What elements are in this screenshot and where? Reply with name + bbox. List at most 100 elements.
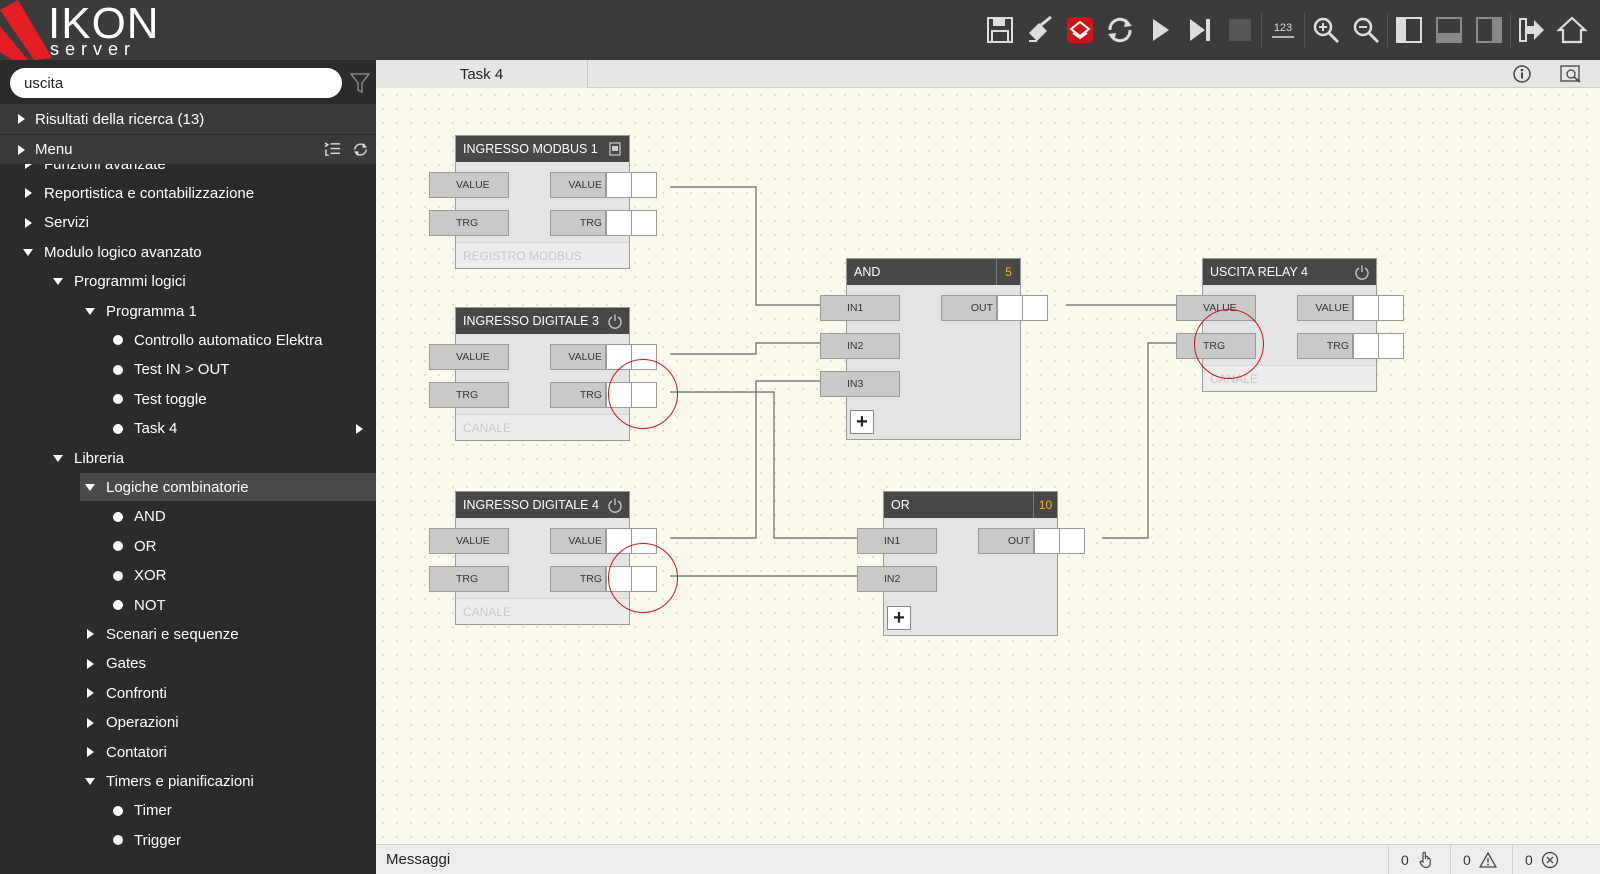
port-modbus1-trg-out[interactable]: TRG bbox=[550, 210, 657, 236]
port-digital3-trg-in[interactable]: TRG bbox=[429, 382, 509, 408]
logic-canvas[interactable]: INGRESSO MODBUS 1 REGISTRO MODBUS VALUE … bbox=[376, 88, 1600, 844]
port-modbus1-value-out[interactable]: VALUE bbox=[550, 172, 657, 198]
port-socket[interactable] bbox=[1353, 333, 1379, 359]
port-socket[interactable] bbox=[1353, 295, 1379, 321]
port-or-in2[interactable]: IN2 bbox=[857, 566, 937, 592]
tree-item[interactable]: Scenari e sequenze bbox=[0, 620, 376, 648]
toggle-bottom-panel-button[interactable] bbox=[1429, 10, 1469, 50]
tab-bar: Task 4 bbox=[376, 60, 1600, 88]
add-input-button[interactable]: + bbox=[850, 410, 874, 434]
tree-item[interactable]: Gates bbox=[0, 650, 376, 678]
port-socket[interactable] bbox=[606, 172, 632, 198]
port-and-in3[interactable]: IN3 bbox=[820, 371, 900, 397]
block-header[interactable]: INGRESSO MODBUS 1 bbox=[456, 136, 629, 162]
search-input[interactable] bbox=[10, 68, 342, 98]
tree-item[interactable]: Task 4 bbox=[0, 415, 376, 443]
stop-button[interactable] bbox=[1220, 10, 1260, 50]
port-socket-end[interactable] bbox=[1022, 295, 1048, 321]
refresh-button[interactable] bbox=[1100, 10, 1140, 50]
port-socket-end[interactable] bbox=[631, 210, 657, 236]
port-socket[interactable] bbox=[606, 210, 632, 236]
port-or-out[interactable]: OUT bbox=[978, 528, 1085, 554]
messages-label[interactable]: Messaggi bbox=[386, 851, 451, 868]
status-warnings[interactable]: 0 bbox=[1450, 845, 1512, 874]
tree-item[interactable]: Programma 1 bbox=[0, 297, 376, 325]
status-errors[interactable]: 0 bbox=[1512, 845, 1574, 874]
port-and-out[interactable]: OUT bbox=[941, 295, 1048, 321]
tree-item[interactable]: Funzioni avanzate bbox=[0, 164, 376, 178]
port-modbus1-trg-in[interactable]: TRG bbox=[429, 210, 509, 236]
tree-item[interactable]: Timers e pianificazioni bbox=[0, 767, 376, 795]
port-digital4-value-out[interactable]: VALUE bbox=[550, 528, 657, 554]
menu-header[interactable]: Menu bbox=[0, 135, 376, 164]
tree-item[interactable]: OR bbox=[0, 532, 376, 560]
tree-item[interactable]: Modulo logico avanzato bbox=[0, 238, 376, 266]
tree-marker bbox=[52, 278, 64, 286]
block-header[interactable]: OR 10 bbox=[884, 492, 1057, 518]
tree-item[interactable]: Reportistica e contabilizzazione bbox=[0, 179, 376, 207]
port-socket-end[interactable] bbox=[1378, 333, 1404, 359]
port-socket[interactable] bbox=[606, 344, 632, 370]
port-and-in1[interactable]: IN1 bbox=[820, 295, 900, 321]
tab-task-4[interactable]: Task 4 bbox=[376, 60, 588, 88]
port-digital4-value-in[interactable]: VALUE bbox=[429, 528, 509, 554]
port-socket-end[interactable] bbox=[1059, 528, 1085, 554]
tree-item[interactable]: Confronti bbox=[0, 679, 376, 707]
port-and-in2[interactable]: IN2 bbox=[820, 333, 900, 359]
tree-item[interactable]: Test toggle bbox=[0, 385, 376, 413]
tree-item[interactable]: Libreria bbox=[0, 444, 376, 472]
build-button[interactable] bbox=[1060, 10, 1100, 50]
port-modbus1-value-in[interactable]: VALUE bbox=[429, 172, 509, 198]
block-or[interactable]: OR 10 + bbox=[883, 491, 1058, 636]
preview-search-icon[interactable] bbox=[1560, 64, 1582, 84]
save-button[interactable] bbox=[980, 10, 1020, 50]
zoom-in-button[interactable] bbox=[1306, 10, 1346, 50]
clean-button[interactable] bbox=[1020, 10, 1060, 50]
submenu-arrow-icon[interactable] bbox=[356, 423, 363, 434]
search-results-header[interactable]: Risultati della ricerca (13) bbox=[0, 104, 376, 134]
tree-item[interactable]: AND bbox=[0, 503, 376, 531]
tree-item[interactable]: XOR bbox=[0, 562, 376, 590]
block-header[interactable]: USCITA RELAY 4 bbox=[1203, 259, 1376, 285]
show-values-button[interactable]: 123 bbox=[1263, 10, 1303, 50]
exit-button[interactable] bbox=[1512, 10, 1552, 50]
status-actions[interactable]: 0 bbox=[1388, 845, 1450, 874]
block-header[interactable]: INGRESSO DIGITALE 3 bbox=[456, 308, 629, 334]
port-socket-end[interactable] bbox=[631, 172, 657, 198]
port-socket[interactable] bbox=[1034, 528, 1060, 554]
run-button[interactable] bbox=[1140, 10, 1180, 50]
tree-item[interactable]: Operazioni bbox=[0, 709, 376, 737]
port-or-in1[interactable]: IN1 bbox=[857, 528, 937, 554]
block-digital-input-4[interactable]: INGRESSO DIGITALE 4 CANALE bbox=[455, 491, 630, 625]
tree-item[interactable]: Contatori bbox=[0, 738, 376, 766]
zoom-out-button[interactable] bbox=[1346, 10, 1386, 50]
block-header[interactable]: INGRESSO DIGITALE 4 bbox=[456, 492, 629, 518]
block-digital-input-3[interactable]: INGRESSO DIGITALE 3 CANALE bbox=[455, 307, 630, 441]
sync-icon[interactable] bbox=[352, 141, 369, 158]
tree-item[interactable]: Programmi logici bbox=[0, 268, 376, 296]
list-tree-icon[interactable] bbox=[324, 141, 341, 158]
port-relay4-value-out[interactable]: VALUE bbox=[1297, 295, 1404, 321]
block-modbus-input-1[interactable]: INGRESSO MODBUS 1 REGISTRO MODBUS bbox=[455, 135, 630, 269]
tree-item[interactable]: NOT bbox=[0, 591, 376, 619]
port-digital4-trg-in[interactable]: TRG bbox=[429, 566, 509, 592]
tree-item[interactable]: Test IN > OUT bbox=[0, 356, 376, 384]
port-socket-end[interactable] bbox=[1378, 295, 1404, 321]
tree-item[interactable]: Trigger bbox=[0, 826, 376, 854]
port-digital3-value-in[interactable]: VALUE bbox=[429, 344, 509, 370]
toggle-left-panel-button[interactable] bbox=[1389, 10, 1429, 50]
port-socket[interactable] bbox=[997, 295, 1023, 321]
add-input-button[interactable]: + bbox=[887, 606, 911, 630]
block-header[interactable]: AND 5 bbox=[847, 259, 1020, 285]
home-button[interactable] bbox=[1552, 10, 1592, 50]
tree-item[interactable]: Controllo automatico Elektra bbox=[0, 326, 376, 354]
info-icon[interactable] bbox=[1512, 64, 1532, 84]
port-relay4-trg-out[interactable]: TRG bbox=[1297, 333, 1404, 359]
tree-item[interactable]: Servizi bbox=[0, 209, 376, 237]
step-button[interactable] bbox=[1180, 10, 1220, 50]
toggle-right-panel-button[interactable] bbox=[1469, 10, 1509, 50]
tree-item-selected[interactable]: Logiche combinatorie bbox=[80, 473, 376, 502]
wire-modbus1-value-to-and-in1 bbox=[670, 186, 837, 310]
tree-item[interactable]: Timer bbox=[0, 797, 376, 825]
filter-icon[interactable] bbox=[350, 72, 370, 94]
